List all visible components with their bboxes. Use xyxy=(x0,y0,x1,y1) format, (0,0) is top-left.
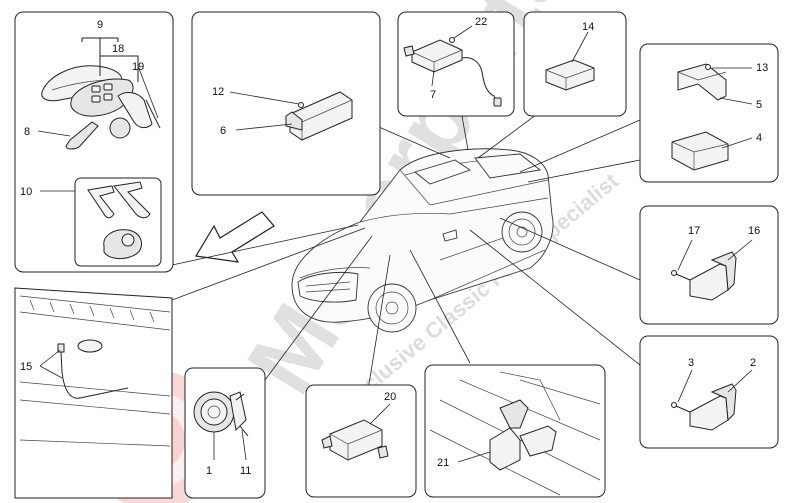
callout-18: 18 xyxy=(112,43,124,55)
callout-3: 3 xyxy=(688,357,694,369)
callout-20: 20 xyxy=(384,391,396,403)
panel-antenna-module: 22 7 xyxy=(397,11,515,117)
callout-6: 6 xyxy=(220,125,226,137)
callout-8: 8 xyxy=(24,126,30,138)
callout-19: 19 xyxy=(132,61,144,73)
callout-9: 9 xyxy=(97,19,103,31)
callout-7: 7 xyxy=(430,89,436,101)
car-illustration xyxy=(291,148,554,333)
callout-2: 2 xyxy=(750,357,756,369)
panel-bracket-21: 21 xyxy=(424,364,606,498)
callout-21: 21 xyxy=(437,457,449,469)
panel-control-unit: 12 6 xyxy=(191,11,381,196)
panel-module-20: 20 xyxy=(305,384,417,498)
leader-lines xyxy=(171,99,641,391)
direction-arrow xyxy=(195,211,275,263)
callout-15: 15 xyxy=(20,361,32,373)
panel-ground-cable: 15 xyxy=(14,287,173,499)
panel-key-fob: 9 18 19 8 10 xyxy=(14,11,174,273)
callout-22: 22 xyxy=(475,16,487,28)
panel-modules: 13 5 4 xyxy=(639,43,779,183)
callout-11: 11 xyxy=(240,465,251,477)
rear-wheel xyxy=(501,211,543,253)
callout-17: 17 xyxy=(688,225,700,237)
callout-12: 12 xyxy=(212,86,224,98)
front-wheel xyxy=(367,283,417,333)
callout-4: 4 xyxy=(756,132,762,144)
callout-16: 16 xyxy=(748,225,760,237)
callout-13: 13 xyxy=(756,62,768,74)
callout-5: 5 xyxy=(756,99,762,111)
callout-10: 10 xyxy=(20,186,32,198)
panel-bracket-sensor-front: 3 2 xyxy=(639,335,779,449)
panel-sensor: 14 xyxy=(523,11,627,117)
panel-siren: 1 11 xyxy=(184,367,266,499)
callout-14: 14 xyxy=(582,21,594,33)
panel-bracket-sensor-rear: 17 16 xyxy=(639,205,779,325)
callout-1: 1 xyxy=(206,465,212,477)
